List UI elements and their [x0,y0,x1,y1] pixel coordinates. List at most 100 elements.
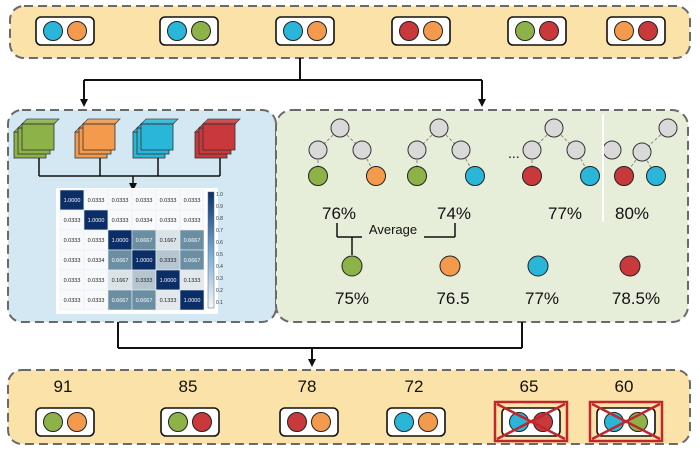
heatmap-cell-value: 0.0333 [184,198,201,204]
green-model-circle [191,21,211,41]
stack-top [82,118,121,125]
ranked-pair [160,407,220,437]
decision-tree [602,118,678,186]
heatmap-cell-value: 1.0000 [136,258,153,264]
average-label: Average [369,222,417,237]
red-model-circle [287,412,307,432]
decision-trees [308,118,678,186]
accuracy-panel [275,109,689,323]
tree-internal-node [308,140,328,160]
tree-internal-node [522,140,542,160]
orange-model-circle [423,21,443,41]
candidate-pair [159,16,219,46]
heatmap-cell-value: 0.0333 [64,218,81,224]
green-model-circle [168,412,188,432]
heatmap-cell-value: 0.6667 [184,258,201,264]
ranked-pair [279,407,339,437]
blue-model-circle [394,412,414,432]
red-model-stack [194,118,241,159]
blue-leaf-node [580,166,600,186]
orange-model-average-circle [439,255,461,277]
colorbar-tick-label: 0.8 [216,216,223,222]
stack-layer [202,123,236,151]
heatmap-cell-value: 0.3333 [136,278,153,284]
similarity-heatmap: 1.0000 0.0333 0.0333 0.0333 0.0333 0.0333 0.03… [56,188,223,314]
green-leaf-node [407,166,427,186]
heatmap-cell-value: 0.6667 [184,238,201,244]
ranked-pair [386,407,446,437]
pair-score: 60 [615,377,634,396]
blue-leaf-node [465,166,485,186]
tree-internal-node [407,140,427,160]
tree-internal-node [429,118,449,138]
orange-model-stack [74,118,121,159]
heatmap-cell-value: 0.0333 [64,258,81,264]
orange-model-circle [67,21,87,41]
average-label-bg [362,222,424,238]
heatmap-cell-value: 0.0333 [112,198,129,204]
heatmap-cell-value: 0.0334 [88,258,105,264]
heatmap-cell-value: 0.6667 [112,258,129,264]
red-model-circle [638,21,658,41]
heatmap-cell-value: 0.6667 [112,298,129,304]
tree-accuracy: 76% [322,204,356,223]
heatmap-cell-value: 0.3333 [160,258,177,264]
colorbar-tick-label: 0.7 [216,228,223,234]
tree-internal-node [566,140,586,160]
pair-score: 72 [405,377,424,396]
eliminated-cross-icon [588,400,664,443]
candidate-pair [606,16,666,46]
colorbar-tick-label: 0.4 [216,264,223,270]
orange-model-circle [67,412,87,432]
heatmap-cell-value: 0.0333 [88,298,105,304]
candidate-pair [275,16,335,46]
blue-model-stack [132,118,179,159]
heatmap-cell [179,289,205,311]
tree-internal-node [330,118,350,138]
stack-connector [38,158,221,191]
candidate-pair [391,16,451,46]
blue-model-circle [167,21,187,41]
candidate-pairs-panel [9,5,691,59]
red-leaf-node [522,166,542,186]
base-model-stacks [13,118,241,159]
green-model-circle [43,412,63,432]
green-model-stack [13,118,60,159]
heatmap-cell-value: 1.0000 [112,238,129,244]
green-model-circle [515,21,535,41]
heatmap-cell-value: 0.0333 [160,218,177,224]
heatmap-cell-value: 0.1333 [184,278,201,284]
heatmap-cell-value: 0.0333 [64,238,81,244]
tree-accuracies: 76%74%77%80% [322,204,649,223]
orange-model-circle [307,21,327,41]
orange-model-circle [311,412,331,432]
heatmap-cell-value: 0.0334 [136,218,153,224]
heatmap-cell-value: 0.6667 [136,298,153,304]
stack-top [140,118,179,125]
red-leaf-node [614,166,634,186]
candidate-pair [507,16,567,46]
red-model-circle [539,21,559,41]
pair-score: 78 [298,377,317,396]
green-model-average-circle [341,255,363,277]
heatmap-cell-value: 0.0333 [136,198,153,204]
heatmap-cell-value: 1.0000 [64,198,81,204]
green-model-average: 75% [335,289,369,308]
heatmap-cell-value: 0.0333 [64,278,81,284]
orange-leaf-node [366,166,386,186]
eliminated-cross-icon [493,400,569,443]
green-leaf-node [308,166,328,186]
heatmap-cell-value: 0.1333 [160,298,177,304]
colorbar-tick-label: 0.2 [216,288,223,294]
colorbar-tick-label: 0.3 [216,276,223,282]
blue-leaf-node [646,166,666,186]
pair-score: 91 [54,377,73,396]
candidate-pairs [35,16,666,46]
pair-score: 85 [179,377,198,396]
colorbar-tick-label: 0.5 [216,252,223,258]
heatmap-cell-value: 0.0333 [112,218,129,224]
tree-accuracy: 77% [548,204,582,223]
stack-layer [21,123,55,151]
